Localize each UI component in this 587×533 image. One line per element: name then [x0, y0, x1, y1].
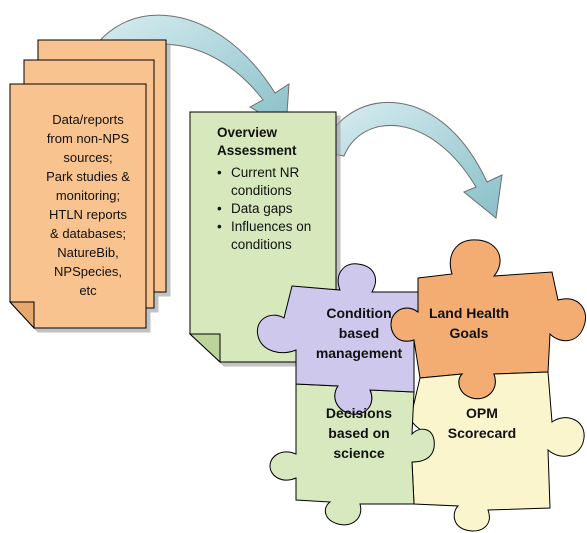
data-doc-front — [9, 83, 147, 329]
data-sources-text: Data/reports from non-NPS sources; Park … — [28, 110, 148, 300]
label-line: management — [315, 345, 403, 361]
bullet-line: Current NR — [231, 165, 300, 180]
overview-bullet: Influences on conditions — [217, 218, 332, 254]
label-line: Scorecard — [447, 425, 517, 441]
label-line: science — [333, 445, 385, 461]
label-line: based — [338, 325, 380, 341]
data-line: NPSpecies, — [54, 264, 122, 279]
label-line: Land Health — [428, 305, 510, 321]
data-line: from non-NPS — [46, 131, 130, 146]
label-line: OPM — [466, 405, 498, 421]
bullet-line: conditions — [231, 237, 292, 252]
condition-label: Condition based management — [300, 303, 418, 363]
data-line: Park studies & — [46, 169, 130, 184]
decisions-label: Decisions based on science — [300, 403, 418, 463]
puzzle-piece-opm — [410, 371, 585, 532]
data-line: etc — [79, 283, 97, 298]
overview-title-line1: Overview — [217, 125, 278, 140]
data-line: & databases; — [50, 226, 126, 241]
data-line: Data/reports — [52, 112, 124, 127]
data-line: monitoring; — [55, 188, 121, 203]
puzzle-piece-condition — [256, 263, 419, 415]
label-line: based on — [328, 425, 390, 441]
label-line: Goals — [449, 325, 489, 341]
data-line: NatureBib, — [57, 245, 119, 260]
overview-bullet-list: Current NR conditions Data gaps Influenc… — [217, 164, 332, 254]
data-line: HTLN reports — [48, 207, 128, 222]
overview-text: Overview Assessment Current NR condition… — [217, 124, 332, 254]
land-health-label: Land Health Goals — [404, 303, 534, 343]
opm-label: OPM Scorecard — [422, 403, 542, 443]
data-documents-stack — [8, 39, 167, 330]
overview-bullet: Current NR conditions — [217, 164, 332, 200]
overview-title-line2: Assessment — [217, 143, 297, 158]
bullet-line: Influences on — [231, 219, 312, 234]
overview-doc-fold — [188, 333, 221, 364]
puzzle-cluster — [256, 239, 586, 532]
curved-arrow-2 — [321, 101, 503, 219]
bullet-line: Data gaps — [231, 201, 293, 216]
data-doc-fold — [8, 301, 35, 330]
bullet-line: conditions — [231, 183, 292, 198]
overview-bullet: Data gaps — [217, 200, 332, 218]
data-line: sources; — [63, 150, 113, 165]
label-line: Condition — [326, 305, 392, 321]
label-line: Decisions — [325, 405, 393, 421]
